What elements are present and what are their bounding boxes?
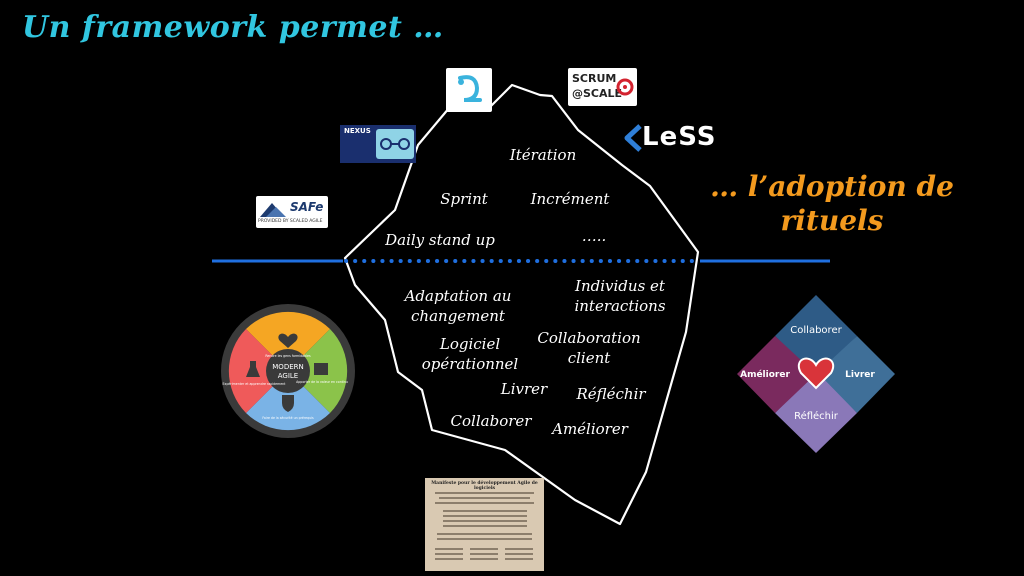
heart-icon [797, 357, 835, 390]
word-iteration: Itération [509, 146, 577, 164]
nexus-logo: NEXUS [340, 125, 416, 163]
agile-manifesto-image: Manifeste pour le développement Agile de… [425, 478, 544, 571]
svg-text:Collaborer: Collaborer [790, 325, 842, 336]
safe-logo: SAFe PROVIDED BY SCALED AGILE [256, 196, 328, 228]
word-increment: Incrément [530, 190, 610, 208]
box-icon [314, 363, 328, 375]
less-logo: LeSS [622, 120, 715, 158]
heart-of-agile-diamond: Collaborer Améliorer Livrer Réfléchir [737, 295, 895, 453]
word-logiciel: Logiciel opérationnel [421, 335, 519, 373]
svg-text:MODERN: MODERN [272, 363, 303, 371]
word-collaborer: Collaborer [450, 412, 532, 430]
svg-text:AGILE: AGILE [278, 372, 298, 380]
segment-livrer [816, 336, 895, 413]
svg-text:Faire de la sécurité un préreq: Faire de la sécurité un prérequis [262, 416, 314, 420]
word-individus: Individus et interactions [574, 277, 666, 315]
page-title: Un framework permet … [22, 10, 444, 45]
svg-text:Livrer: Livrer [845, 370, 875, 380]
svg-text:Rendre les gens formidables: Rendre les gens formidables [265, 354, 311, 358]
quadrant-left [228, 329, 288, 413]
word-collaboration-client: Collaboration client [537, 329, 641, 367]
svg-text:Expérimenter et apprendre rapi: Expérimenter et apprendre rapidement [223, 382, 287, 386]
segment-reflechir [775, 371, 857, 453]
shield-icon [282, 395, 294, 412]
word-adaptation: Adaptation au changement [404, 287, 512, 325]
svg-text:Améliorer: Améliorer [740, 369, 790, 380]
segment-ameliorer [737, 336, 816, 413]
word-ellipsis: ….. [581, 227, 607, 245]
word-daily-standup: Daily stand up [385, 231, 495, 249]
word-ameliorer: Améliorer [552, 420, 628, 438]
scrum-at-scale-logo: SCRUM @SCALE [568, 68, 637, 106]
rituals-caption: … l’adoption de rituels [710, 170, 954, 237]
word-reflechir: Réfléchir [576, 385, 646, 403]
modern-agile-wheel: MODERN AGILE Rendre les gens formidables… [221, 304, 355, 438]
da-logo [446, 68, 492, 112]
heart-icon [278, 333, 298, 348]
word-sprint: Sprint [440, 190, 488, 208]
flask-icon [246, 361, 260, 377]
svg-text:Apporter de la valeur en conti: Apporter de la valeur en continu [296, 380, 348, 384]
word-livrer: Livrer [500, 380, 548, 398]
svg-text:Réfléchir: Réfléchir [794, 410, 839, 422]
